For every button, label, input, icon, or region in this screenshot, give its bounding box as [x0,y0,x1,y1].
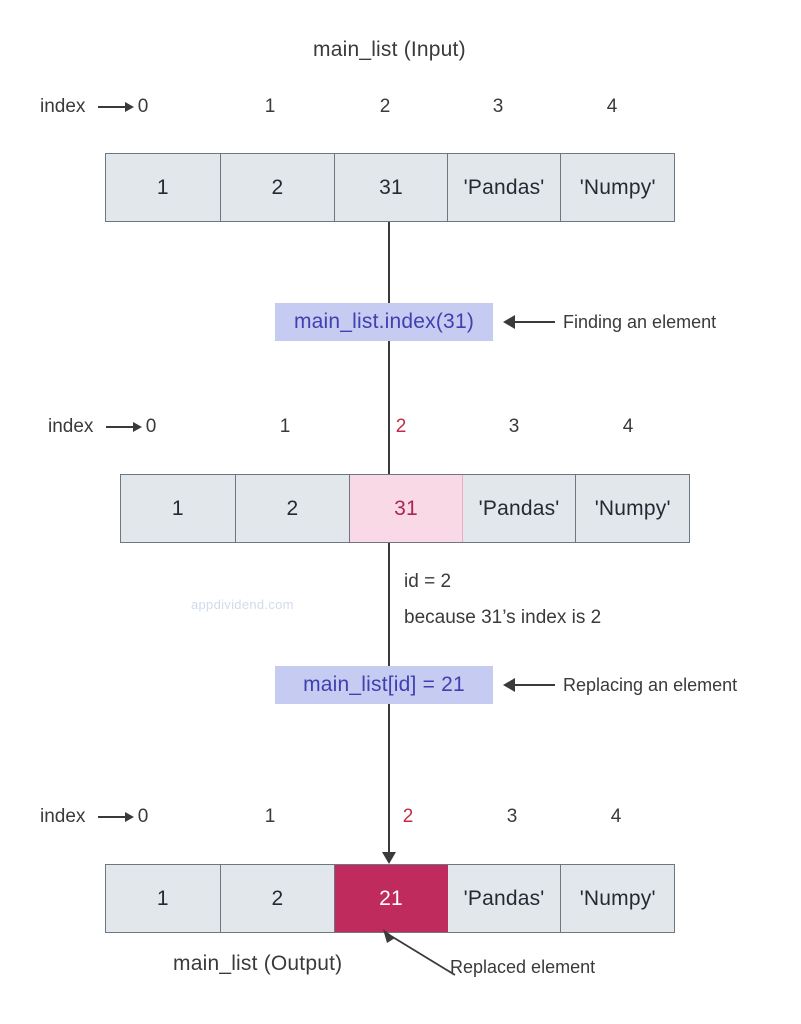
cell-input-0: 1 [106,154,221,221]
cell-input-4: 'Numpy' [561,154,674,221]
cell-output-4: 'Numpy' [561,865,674,932]
callout-arrowhead-1 [503,315,515,329]
index-arrow-row1 [98,102,134,112]
cell-found-4: 'Numpy' [576,475,689,542]
index-label-row2: index [48,416,94,437]
list-table-input: 1 2 31 'Pandas' 'Numpy' [105,153,675,222]
cell-output-0: 1 [106,865,221,932]
index-number-row2-4: 4 [622,416,634,437]
note-id-reason: because 31’s index is 2 [404,607,602,628]
callout-label-finding: Finding an element [563,312,717,332]
index-number-row3-3: 3 [506,806,518,827]
cell-output-1: 2 [220,865,336,932]
callout-label-replaced-element: Replaced element [450,957,596,977]
index-number-row2-2-highlighted: 2 [395,416,407,437]
index-number-row3-0: 0 [137,806,149,827]
index-number-row1-4: 4 [606,96,618,117]
code-chip-assign[interactable]: main_list[id] = 21 [275,666,493,704]
cell-input-2: 31 [335,154,448,221]
cell-found-1: 2 [235,475,351,542]
index-arrow-row2 [106,422,142,432]
callout-line-1 [515,321,555,323]
connector-found-to-step2 [388,543,390,666]
index-number-row3-2-highlighted: 2 [402,806,414,827]
callout-label-replacing: Replacing an element [563,675,738,695]
cell-output-2-replaced: 21 [335,865,448,932]
cell-input-3: 'Pandas' [447,154,562,221]
code-chip-index-call[interactable]: main_list.index(31) [275,303,493,341]
index-label-row3: index [40,806,86,827]
connector-arrowhead-output [382,852,396,864]
cell-found-0: 1 [121,475,236,542]
connector-step1-to-found [388,341,390,474]
watermark: appdividend.com [191,597,294,612]
index-number-row2-3: 3 [508,416,520,437]
index-number-row2-0: 0 [145,416,157,437]
connector-step2-to-output [388,704,390,854]
index-number-row1-1: 1 [264,96,276,117]
list-table-found: 1 2 31 'Pandas' 'Numpy' [120,474,690,543]
note-id-value: id = 2 [404,571,452,592]
index-number-row2-1: 1 [279,416,291,437]
index-label-row1: index [40,96,86,117]
index-number-row1-0: 0 [137,96,149,117]
cell-found-3: 'Pandas' [462,475,577,542]
cell-input-1: 2 [220,154,336,221]
index-number-row3-4: 4 [610,806,622,827]
index-number-row1-2: 2 [379,96,391,117]
index-number-row3-1: 1 [264,806,276,827]
callout-line-2 [515,684,555,686]
page-title-output: main_list (Output) [173,952,343,975]
index-arrow-row3 [98,812,134,822]
page-title-input: main_list (Input) [313,38,466,61]
callout-arrowhead-2 [503,678,515,692]
cell-output-3: 'Pandas' [447,865,562,932]
list-table-output: 1 2 21 'Pandas' 'Numpy' [105,864,675,933]
cell-found-2-highlighted: 31 [350,475,463,542]
index-number-row1-3: 3 [492,96,504,117]
connector-input-to-step1 [388,222,390,305]
